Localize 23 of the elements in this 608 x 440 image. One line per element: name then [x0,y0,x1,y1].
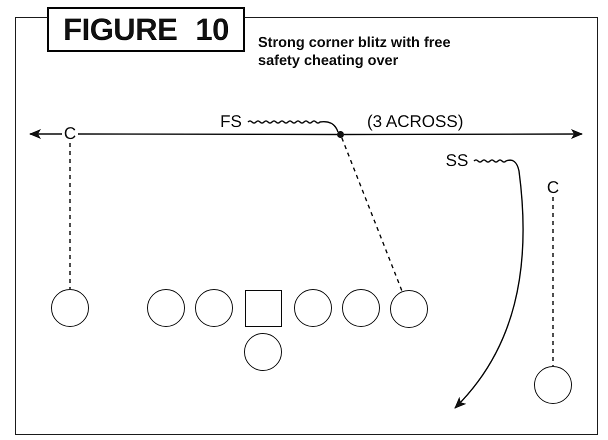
dashed-route-line [552,197,554,366]
player-label: SS [440,151,474,171]
route-arrow [29,129,62,139]
player-circle [294,289,332,327]
player-circle [244,333,282,371]
dashed-route-line [69,143,71,289]
dashed-route-line [341,138,403,292]
figure-caption: Strong corner blitz with free safety cheating over [258,34,452,70]
player-circle [147,289,185,327]
player-circle [390,290,428,328]
route-arrow [454,159,524,409]
route-arrow [344,129,583,140]
figure-title: FIGURE 10 [47,7,245,52]
player-circle [342,289,380,327]
junction-dot [337,131,344,138]
coverage-label: (3 ACROSS) [367,112,464,132]
player-label: C [62,125,78,143]
player-circle [195,289,233,327]
player-circle [534,366,572,404]
player-circle [51,289,89,327]
center-square [245,290,282,327]
player-label: FS [214,112,248,132]
player-label: C [545,179,561,197]
